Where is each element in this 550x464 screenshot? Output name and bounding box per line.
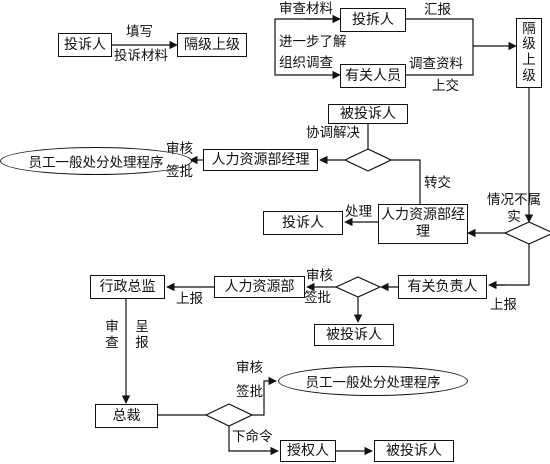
node-superior-1: 隔级上级	[177, 33, 247, 57]
node-complainant-1: 投诉人	[58, 33, 112, 57]
label-report-up: 汇报	[424, 2, 451, 18]
label-approve-2: 签批	[304, 290, 331, 306]
label-review-3: 审核	[236, 360, 263, 376]
label-further-understand: 进一步了解	[279, 34, 347, 50]
node-complainant-2: 投诉人	[263, 211, 343, 235]
node-hr-manager-1: 人力资源部经理	[203, 149, 318, 171]
label-fill-in: 填写	[126, 24, 153, 40]
node-accused-1: 被投诉人	[328, 104, 408, 124]
label-issue-order: 下命令	[232, 429, 273, 445]
label-organize-investigation: 组织调查	[279, 55, 333, 71]
line-hr2-up-to-diamond1	[391, 159, 421, 205]
label-handle: 处理	[345, 204, 372, 220]
diamond-2	[503, 221, 550, 245]
label-review-1: 审核	[166, 141, 193, 157]
label-transfer: 转交	[424, 175, 451, 191]
line-superior-branch-down	[274, 45, 341, 80]
label-approve-1: 签批	[166, 164, 193, 180]
arrow-diamond4-to-procedure2	[252, 376, 277, 416]
node-complaint-receiver: 投拆人	[340, 8, 406, 32]
node-responsible-person: 有关负责人	[398, 275, 487, 299]
label-coordinate-resolve: 协调解决	[306, 125, 360, 141]
label-report-2: 上报	[176, 291, 203, 307]
node-accused-3: 被投诉人	[374, 440, 454, 462]
node-superior-2: 隔级上级	[516, 18, 542, 88]
line-diamond2-down	[489, 244, 530, 286]
label-review-materials: 审查材料	[279, 1, 333, 17]
node-general-procedure-1: 员工一般处分处理程序	[0, 147, 192, 175]
node-related-staff: 有关人员	[340, 64, 406, 88]
label-present: 呈报	[135, 319, 149, 351]
arrow-diamond4-to-authorized	[228, 426, 279, 456]
label-approve-3: 签批	[236, 384, 263, 400]
label-report-3: 上报	[490, 297, 517, 313]
label-situation-not-true: 情况不属实	[487, 192, 541, 225]
node-accused-2: 被投诉人	[314, 324, 394, 346]
node-hr-department: 人力资源部	[214, 276, 305, 298]
label-complaint-materials: 投诉材料	[114, 48, 168, 64]
node-president: 总裁	[95, 404, 158, 428]
node-general-procedure-2: 员工一般处分处理程序	[278, 366, 468, 396]
diamond-4	[204, 403, 254, 427]
label-investigation-data: 调查资料	[409, 56, 463, 72]
diamond-3	[334, 276, 382, 298]
line-receiver-right	[406, 18, 474, 46]
node-authorized-person: 授权人	[280, 440, 336, 462]
line-related-staff-right	[406, 46, 474, 76]
label-review-2: 审核	[306, 268, 333, 284]
node-admin-director: 行政总监	[90, 275, 165, 299]
label-examine: 审查	[105, 319, 119, 351]
label-submit: 上交	[432, 78, 459, 94]
diamond-1	[343, 148, 393, 172]
node-hr-manager-2: 人力资源部经理	[378, 204, 468, 244]
